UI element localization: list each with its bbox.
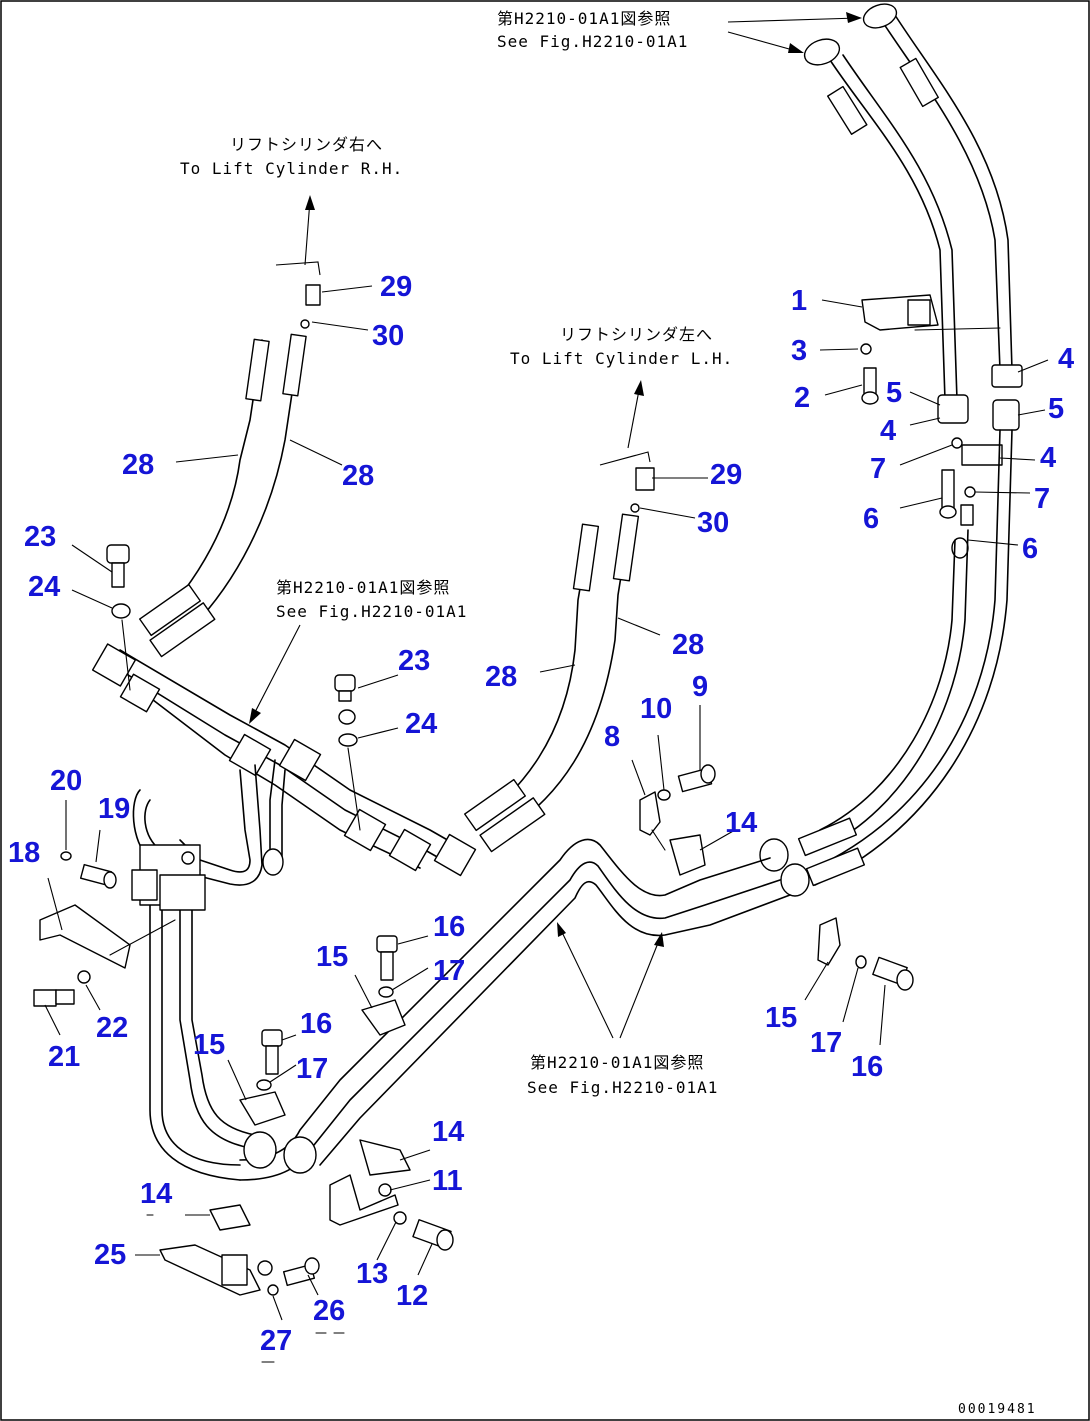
- callout-12: 12: [396, 1280, 428, 1312]
- callout-15c: 15: [765, 1002, 797, 1034]
- callout-4b: 4: [880, 415, 896, 447]
- callout-14c: 14: [140, 1178, 172, 1210]
- lift-cylinder-lh-note-jp: リフトシリンダ左へ: [560, 325, 713, 344]
- callout-15b: 15: [193, 1029, 225, 1061]
- callout-30b: 30: [697, 507, 729, 539]
- callout-26: 26: [313, 1295, 345, 1327]
- callout-24a: 24: [28, 571, 60, 603]
- callout-28a: 28: [122, 449, 154, 481]
- callout-27: 27: [260, 1325, 292, 1357]
- bottom-ref-note-jp: 第H2210-01A1図参照: [530, 1053, 704, 1072]
- upper-left-manifold: [91, 643, 477, 886]
- bottom-bracket-25-27: [159, 1204, 320, 1296]
- callout-11: 11: [432, 1165, 463, 1197]
- reference-arrows: [249, 12, 862, 1039]
- callout-5b: 5: [1048, 393, 1064, 425]
- lower-bracket-11-13: [329, 1139, 454, 1251]
- callout-28c: 28: [485, 661, 517, 693]
- callout-23b: 23: [398, 645, 430, 677]
- right-clamp-15-17: [817, 917, 914, 991]
- top-right-hoses: [803, 3, 1013, 401]
- lower-clamps-15-17: [239, 935, 406, 1126]
- left-vertical-pipes: [149, 904, 317, 1181]
- callout-21: 21: [48, 1041, 80, 1073]
- bottom-ref-note-en: See Fig.H2210-01A1: [527, 1078, 718, 1097]
- callout-8: 8: [604, 721, 620, 753]
- callout-14a: 14: [725, 807, 757, 839]
- callout-numbers: 1 2 3 4 4 4 5 5 6 6 7 7 8 9 10 11 12 13 …: [8, 271, 1074, 1357]
- callout-28b: 28: [342, 460, 374, 492]
- callout-2: 2: [794, 382, 810, 414]
- callout-16a: 16: [433, 911, 465, 943]
- lift-lh-hoses: [463, 451, 655, 853]
- callout-16b: 16: [300, 1008, 332, 1040]
- callout-16c: 16: [851, 1051, 883, 1083]
- clamp-bolts-23-24: [106, 544, 361, 831]
- callout-7a: 7: [870, 453, 886, 485]
- callout-28d: 28: [672, 629, 704, 661]
- callout-10: 10: [640, 693, 672, 725]
- callout-29b: 29: [710, 459, 742, 491]
- left-junction-group: [33, 844, 206, 1007]
- callout-5a: 5: [886, 377, 902, 409]
- callout-29a: 29: [380, 271, 412, 303]
- callout-23a: 23: [24, 521, 56, 553]
- right-fitting-group: [860, 294, 1023, 559]
- callout-22: 22: [96, 1012, 128, 1044]
- callout-7b: 7: [1034, 483, 1050, 515]
- callout-18: 18: [8, 837, 40, 869]
- callout-1: 1: [791, 285, 807, 317]
- mid-right-clamps: [639, 764, 716, 876]
- callout-15a: 15: [316, 941, 348, 973]
- callout-25: 25: [94, 1239, 126, 1271]
- callout-4c: 4: [1040, 442, 1056, 474]
- callout-17a: 17: [433, 955, 465, 987]
- right-main-pipes: [759, 429, 1013, 897]
- callout-13: 13: [356, 1258, 388, 1290]
- mid-ref-note-en: See Fig.H2210-01A1: [276, 602, 467, 621]
- central-pipe-run: [239, 838, 791, 1181]
- callout-20: 20: [50, 765, 82, 797]
- lift-rh-hoses: [138, 261, 321, 658]
- lift-cylinder-rh-note-en: To Lift Cylinder R.H.: [180, 159, 403, 178]
- callout-4a: 4: [1058, 343, 1074, 375]
- callout-6b: 6: [1022, 533, 1038, 565]
- mid-ref-note-jp: 第H2210-01A1図参照: [276, 578, 450, 597]
- callout-6a: 6: [863, 503, 879, 535]
- callout-9: 9: [692, 671, 708, 703]
- callout-30a: 30: [372, 320, 404, 352]
- callout-24b: 24: [405, 708, 437, 740]
- lift-cylinder-rh-note-jp: リフトシリンダ右へ: [230, 135, 383, 154]
- top-ref-note-jp: 第H2210-01A1図参照: [497, 9, 671, 28]
- callout-17b: 17: [296, 1053, 328, 1085]
- lift-cylinder-lh-note-en: To Lift Cylinder L.H.: [510, 349, 733, 368]
- callout-17c: 17: [810, 1027, 842, 1059]
- callout-leaders: [44, 285, 1049, 1321]
- top-ref-note-en: See Fig.H2210-01A1: [497, 32, 688, 51]
- callout-19: 19: [98, 793, 130, 825]
- drawing-number: 00019481: [958, 1402, 1037, 1417]
- callout-3: 3: [791, 335, 807, 367]
- callout-14b: 14: [432, 1116, 464, 1148]
- minor-marks: [146, 1214, 345, 1363]
